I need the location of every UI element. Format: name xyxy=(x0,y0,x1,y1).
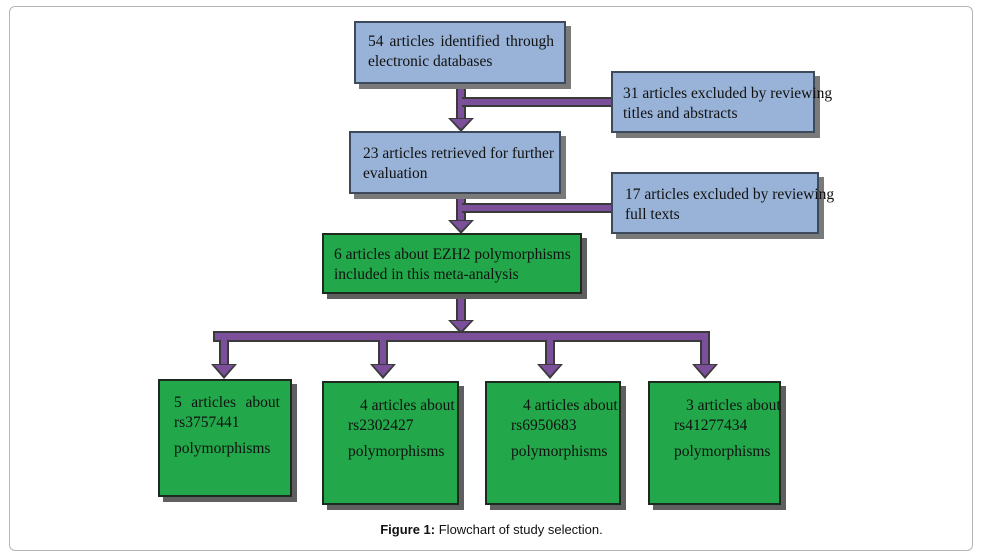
snp-box-line-2: rs41277434 xyxy=(674,417,748,434)
drop-arrow-4 xyxy=(692,340,718,379)
identified-line-2: electronic databases xyxy=(368,53,493,70)
drop-arrow-1 xyxy=(211,340,237,379)
snp-box-line-1: 4 articles about xyxy=(523,397,618,414)
identified-line-1: 54 articles identified through xyxy=(368,33,554,50)
snp-box-line-3: polymorphisms xyxy=(674,443,771,460)
excluded-fulltext-line-2: full texts xyxy=(625,206,680,223)
excluded-fulltext-line-1: 17 articles excluded by reviewing xyxy=(625,186,835,203)
excluded-abstracts-line-2: titles and abstracts xyxy=(623,105,738,122)
retrieved-line-1: 23 articles retrieved for further xyxy=(363,145,555,162)
excluded-abstracts-line-1: 31 articles excluded by reviewing xyxy=(623,85,833,102)
snp-box-line-1: 4 articles about xyxy=(360,397,455,414)
retrieved-line-2: evaluation xyxy=(363,165,428,182)
drop-arrow-3 xyxy=(537,340,563,379)
included-box: 6 articles about EZH2 polymorphisms incl… xyxy=(322,233,582,294)
snp-box-line-2: rs6950683 xyxy=(511,417,577,434)
snp-box-line-2: rs2302427 xyxy=(348,417,414,434)
identified-box: 54 articles identified through electroni… xyxy=(354,21,566,84)
figure-caption: Figure 1: Flowchart of study selection. xyxy=(0,522,983,537)
snp-box-line-2: rs3757441 xyxy=(174,414,240,431)
drop-arrow-2 xyxy=(370,340,396,379)
retrieved-box: 23 articles retrieved for further evalua… xyxy=(349,131,561,194)
snp-box-line-1: 3 articles about xyxy=(686,397,781,414)
included-line-1: 6 articles about EZH2 polymorphisms xyxy=(334,246,571,263)
snp-box-rs41277434: 3 articles about rs41277434 polymorphism… xyxy=(648,381,781,505)
excluded-abstracts-box: 31 articles excluded by reviewing titles… xyxy=(611,71,833,133)
snp-box-line-3: polymorphisms xyxy=(174,440,271,457)
snp-box-rs6950683: 4 articles about rs6950683 polymorphisms xyxy=(485,381,621,505)
snp-box-rs3757441: 5 articles about rs3757441 polymorphisms xyxy=(158,379,292,497)
excluded-fulltext-box: 17 articles excluded by reviewing full t… xyxy=(611,172,835,234)
included-line-2: included in this meta-analysis xyxy=(334,266,519,283)
snp-box-line-1: 5 articles about xyxy=(174,394,280,411)
caption-label: Figure 1: xyxy=(380,522,436,537)
caption-text: Flowchart of study selection. xyxy=(435,522,603,537)
snp-box-line-3: polymorphisms xyxy=(511,443,608,460)
snp-box-line-3: polymorphisms xyxy=(348,443,445,460)
snp-box-rs2302427: 4 articles about rs2302427 polymorphisms xyxy=(322,381,459,505)
